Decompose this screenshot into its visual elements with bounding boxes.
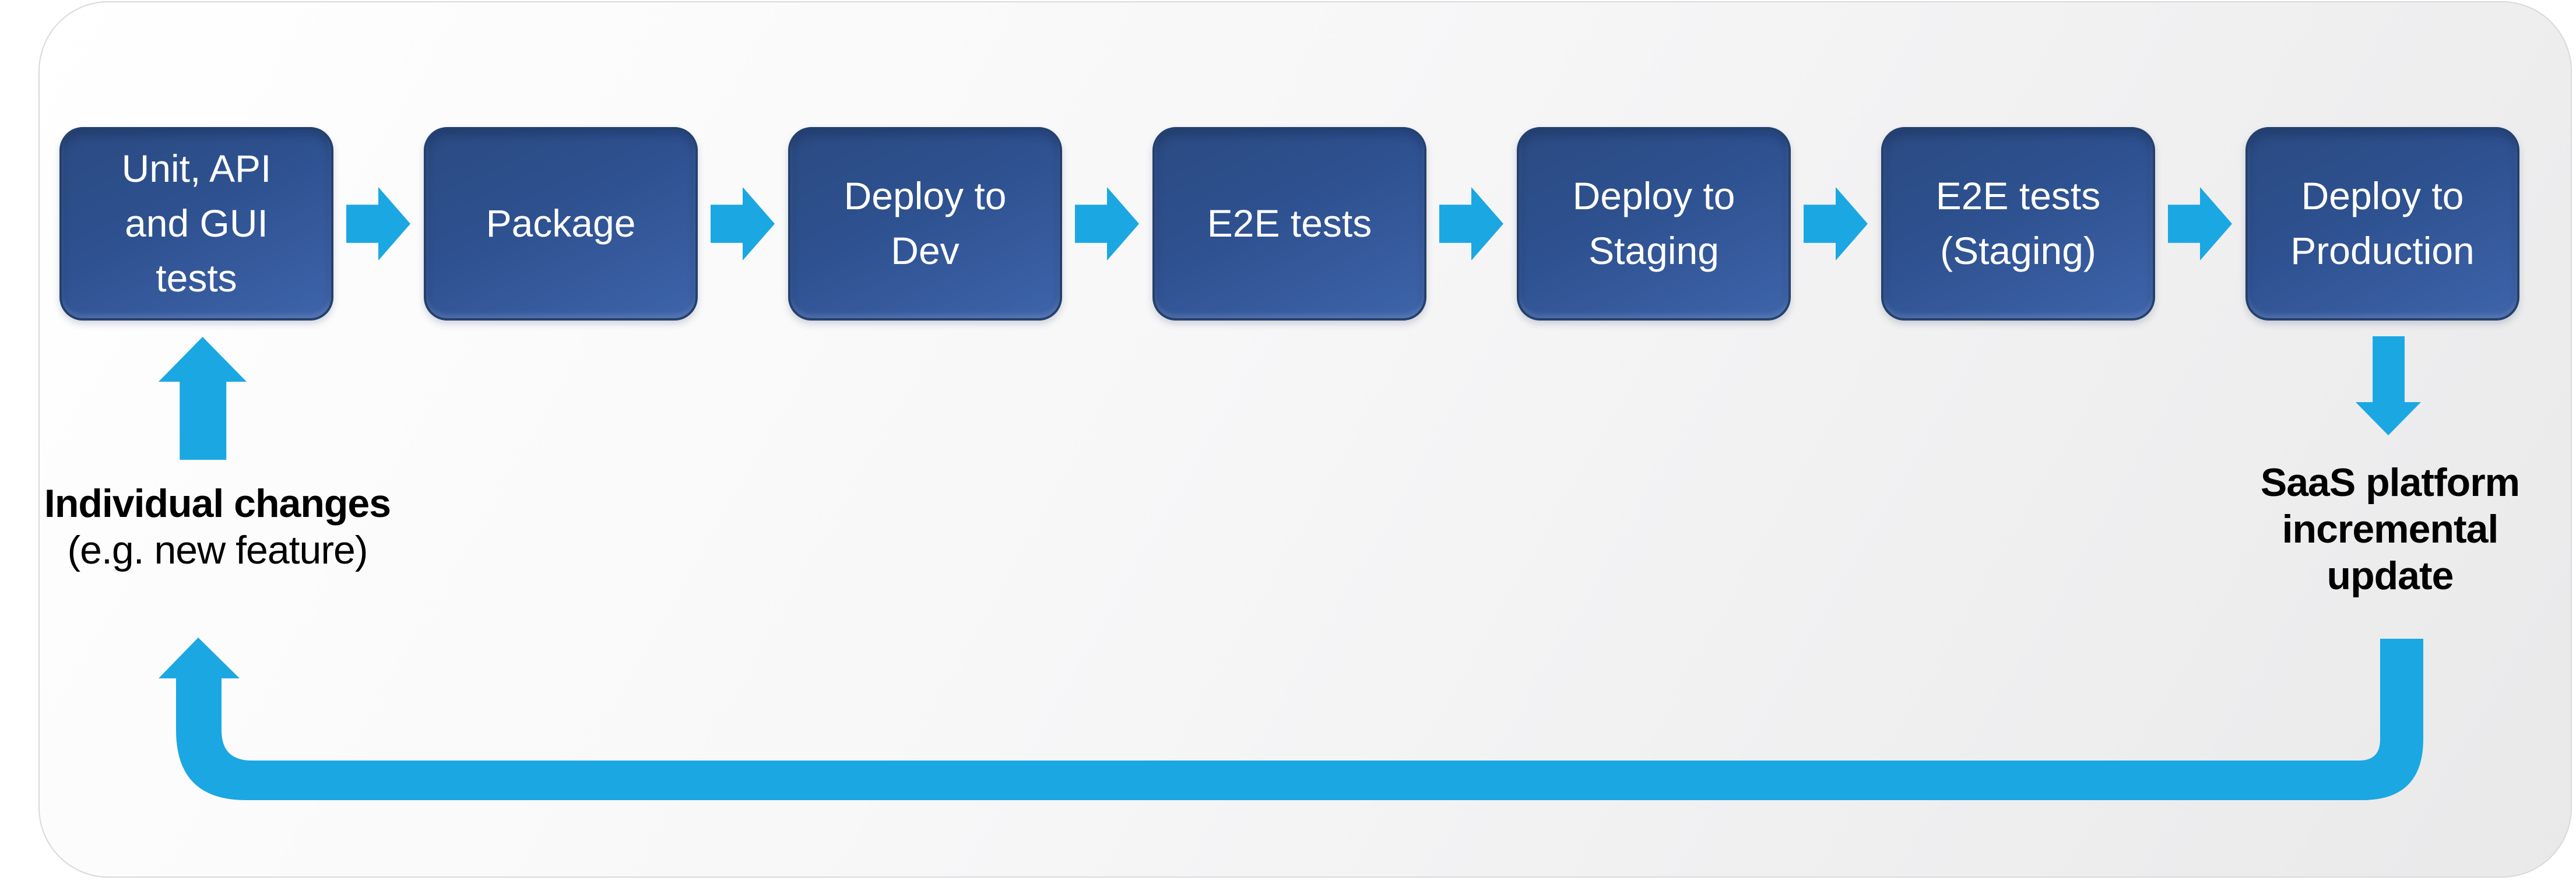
step-label: Deploy to Staging bbox=[1572, 174, 1735, 272]
step-box-e2e-tests-staging: E2E tests (Staging) bbox=[1881, 127, 2155, 321]
step-label: E2E tests bbox=[1207, 202, 1372, 245]
feedback-loop-arrow-path bbox=[159, 638, 2423, 800]
step-label: Deploy to Production bbox=[2290, 174, 2475, 272]
input-annotation: Individual changes (e.g. new feature) bbox=[13, 480, 421, 573]
step-label: Package bbox=[486, 202, 636, 245]
step-label: Unit, API and GUI tests bbox=[121, 147, 272, 300]
step-box-deploy-to-staging: Deploy to Staging bbox=[1517, 127, 1791, 321]
step-label: Deploy to Dev bbox=[844, 174, 1007, 272]
step-box-deploy-to-dev: Deploy to Dev bbox=[788, 127, 1062, 321]
step-box-package: Package bbox=[424, 127, 698, 321]
input-annotation-line2: (e.g. new feature) bbox=[67, 528, 368, 573]
input-annotation-line1: Individual changes bbox=[44, 481, 391, 526]
step-label: E2E tests (Staging) bbox=[1935, 174, 2101, 272]
output-annotation: SaaS platform incremental update bbox=[2260, 460, 2520, 599]
step-box-deploy-to-production: Deploy to Production bbox=[2245, 127, 2519, 321]
step-box-e2e-tests: E2E tests bbox=[1152, 127, 1426, 321]
step-box-unit-api-gui-tests: Unit, API and GUI tests bbox=[59, 127, 333, 321]
